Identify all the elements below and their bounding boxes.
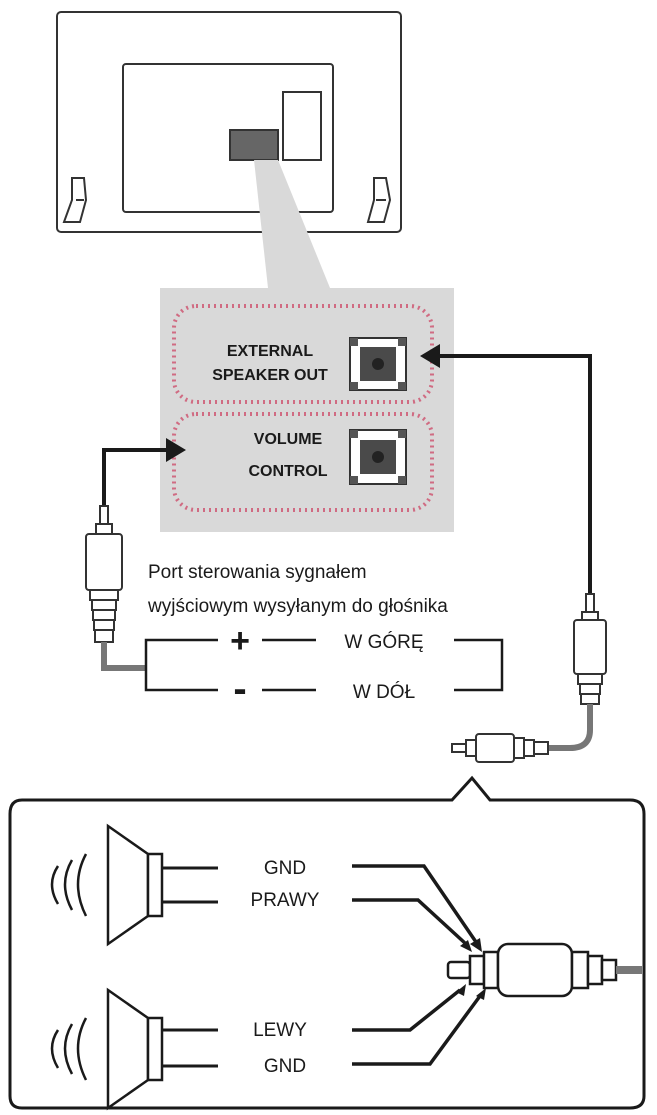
volume-port-label-line2: CONTROL <box>248 463 327 480</box>
volume-cable <box>85 438 186 671</box>
stereo-plug <box>451 733 549 763</box>
tv-stand-right <box>366 177 392 223</box>
volume-control-jack <box>349 429 407 485</box>
speaker-leads <box>162 866 218 1068</box>
large-stereo-plug <box>446 942 618 998</box>
volume-up-label: W GÓRĘ <box>344 631 423 653</box>
wire-left: LEWY <box>253 1020 307 1041</box>
tv-stand-left <box>62 177 88 223</box>
volume-minus-sign: - <box>233 667 246 711</box>
external-plug <box>573 593 607 705</box>
wire-right: PRAWY <box>251 890 320 911</box>
signal-wires <box>352 864 482 1066</box>
signal-arrowheads <box>456 938 486 1000</box>
external-arrow <box>420 344 440 368</box>
port-panel: EXTERNAL SPEAKER OUT VOLUME CONTROL <box>160 288 454 532</box>
volume-plug <box>85 505 123 643</box>
external-wire <box>548 704 593 751</box>
wire-gnd-bottom: GND <box>264 1056 306 1077</box>
port-panel-bg <box>160 288 454 532</box>
external-cable <box>420 344 607 763</box>
volume-switch <box>144 638 504 692</box>
volume-arrow <box>166 438 186 462</box>
zoom-callout <box>254 160 330 288</box>
volume-port-label-line1: VOLUME <box>254 431 323 448</box>
external-port-label-line1: EXTERNAL <box>227 343 313 360</box>
external-port-label-line2: SPEAKER OUT <box>212 367 328 384</box>
speaker-bottom <box>106 987 164 1111</box>
caption-line1: Port sterowania sygnałem <box>148 562 367 583</box>
volume-down-label: W DÓŁ <box>353 681 415 703</box>
speaker-top <box>106 823 164 947</box>
tv-side-panel <box>282 91 322 161</box>
tv-port-block <box>229 129 279 161</box>
caption-line2: wyjściowym wysyłanym do głośnika <box>147 596 448 617</box>
volume-plus-sign: + <box>230 622 250 660</box>
wiring-callout-box <box>8 775 646 1110</box>
volume-wire <box>101 642 146 671</box>
sound-waves-top-icon <box>50 853 88 917</box>
external-speaker-out-jack <box>349 337 407 391</box>
wire-gnd-top: GND <box>264 858 306 879</box>
sound-waves-bottom-icon <box>50 1017 88 1081</box>
tv-rear <box>56 11 402 233</box>
